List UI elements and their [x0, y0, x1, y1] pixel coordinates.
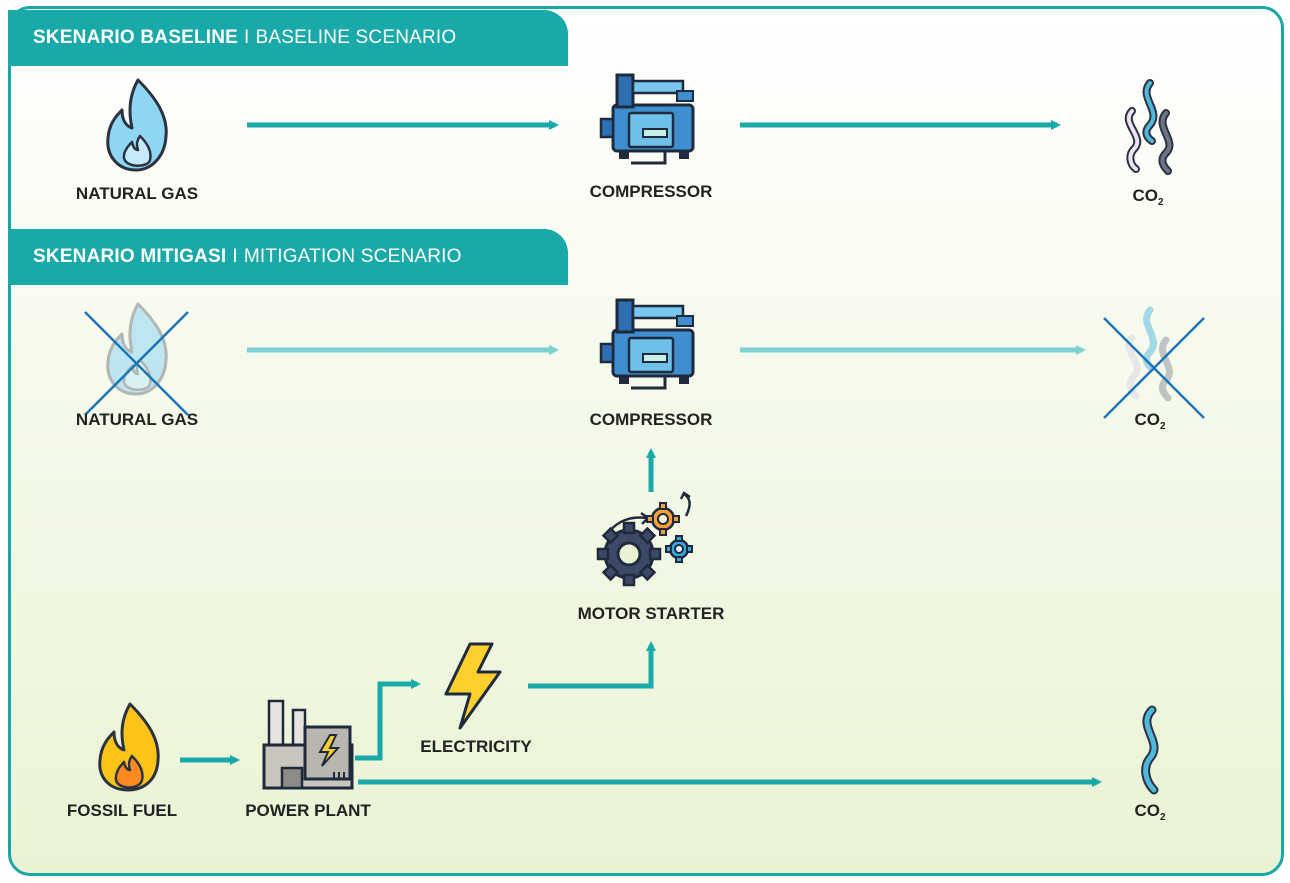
baseline-title-strong: SKENARIO BASELINE: [33, 27, 239, 48]
mitigation-arrows: [180, 448, 1102, 787]
fire-icon: [98, 702, 160, 792]
baseline-scenario-banner: SKENARIO BASELINE I BASELINE SCENARIO: [8, 10, 568, 66]
arrow-plant-to-electricity: [355, 679, 421, 761]
co2-text: CO: [1134, 801, 1160, 820]
mitigation-scenario-banner: SKENARIO MITIGASI I MITIGATION SCENARIO: [8, 229, 568, 285]
baseline-natural-gas-label: NATURAL GAS: [75, 184, 199, 203]
smoke-icon: [1124, 79, 1174, 175]
mitigation-title-strong: SKENARIO MITIGASI: [33, 246, 227, 267]
mitigation-title-separator: I: [232, 246, 238, 267]
compressor-icon: [599, 73, 695, 165]
flame-icon-faded: [106, 302, 168, 396]
smoke-icon-faded: [1125, 306, 1173, 402]
lightning-icon: [444, 642, 502, 730]
arrow-electricity-to-motor: [528, 641, 656, 689]
baseline-compressor-label: COMPRESSOR: [589, 182, 713, 201]
baseline-co2-label: CO2: [1132, 186, 1163, 208]
compressor-icon: [599, 298, 695, 390]
baseline-title-separator: I: [244, 27, 250, 48]
flame-icon: [106, 78, 168, 172]
mitigation-natural-gas-label: NATURAL GAS: [75, 410, 199, 429]
co2-subscript: 2: [1157, 197, 1164, 208]
power-plant-label: POWER PLANT: [245, 801, 371, 820]
smoke-icon: [1141, 705, 1159, 795]
mitigation-co2-label: CO2: [1134, 410, 1165, 432]
co2-subscript: 2: [1159, 812, 1166, 823]
mitigation-compressor-label: COMPRESSOR: [589, 410, 713, 429]
co2-subscript: 2: [1159, 421, 1166, 432]
fossil-fuel-label: FOSSIL FUEL: [66, 801, 178, 820]
mitigation-title-rest: MITIGATION SCENARIO: [243, 246, 462, 267]
electricity-label: ELECTRICITY: [420, 737, 532, 756]
bottom-co2-label: CO2: [1134, 801, 1165, 823]
motor-starter-label: MOTOR STARTER: [577, 604, 725, 623]
cross-icon: [1103, 317, 1205, 419]
cross-icon: [84, 311, 189, 416]
gears-icon: [596, 491, 693, 587]
co2-text: CO: [1134, 410, 1160, 429]
co2-text: CO: [1132, 186, 1158, 205]
factory-icon: [262, 699, 354, 790]
baseline-title-rest: BASELINE SCENARIO: [255, 27, 457, 48]
